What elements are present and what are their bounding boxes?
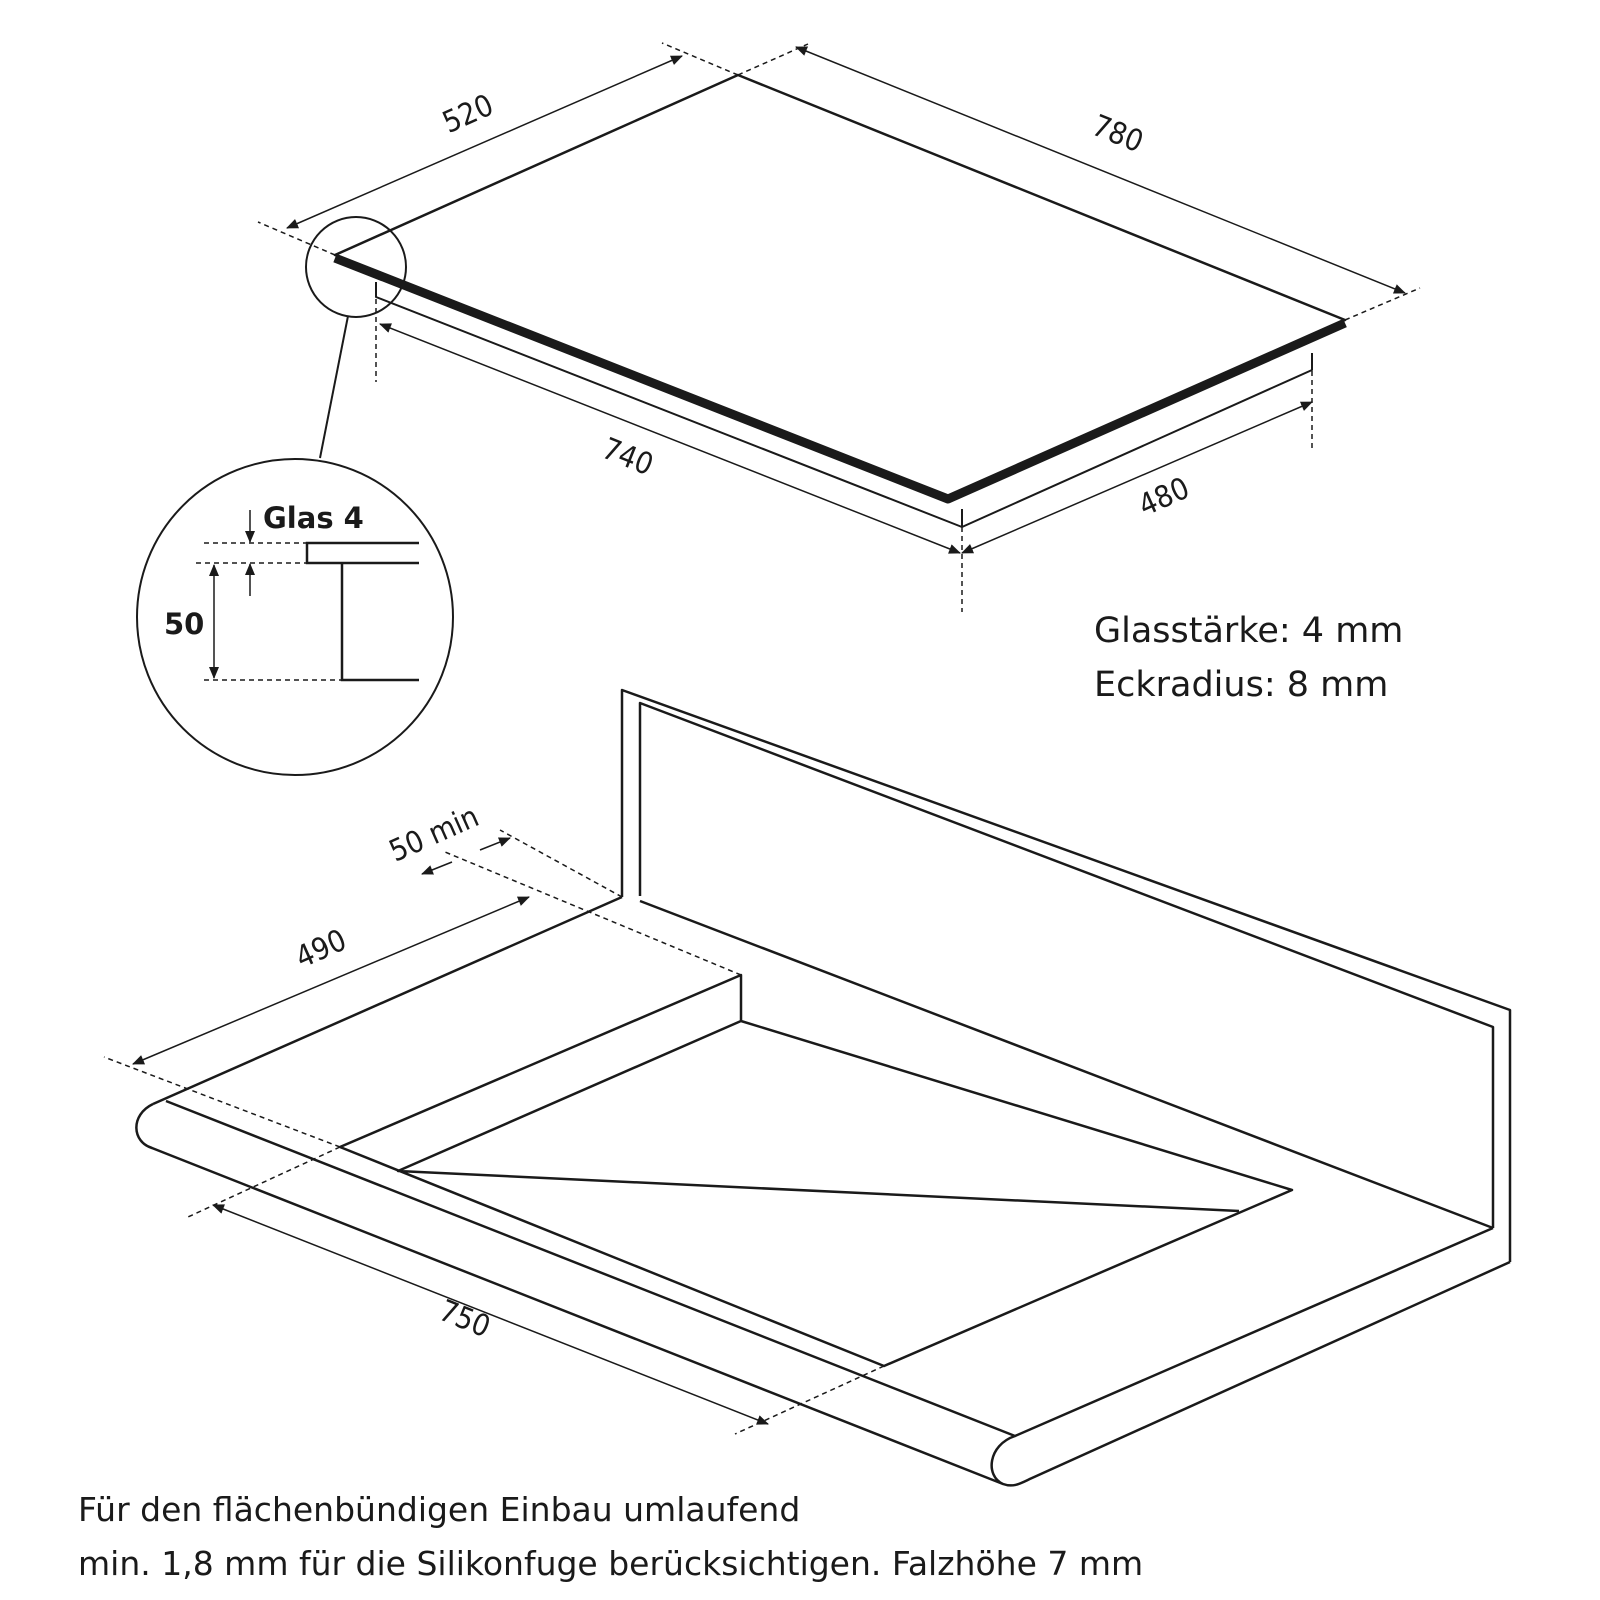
dim-label-520: 520 bbox=[437, 88, 498, 141]
dim-arrow-50min-right bbox=[479, 837, 511, 851]
dim-label-glass: Glas 4 bbox=[263, 501, 364, 535]
hob-glass-edge bbox=[333, 253, 1347, 504]
dim-label-50-min: 50 min bbox=[384, 799, 484, 869]
footnote-line-1: Für den flächenbündigen Einbau umlaufend bbox=[78, 1490, 801, 1529]
spec-corner-radius: Eckradius: 8 mm bbox=[1094, 665, 1389, 705]
dim-label-750: 750 bbox=[434, 1293, 495, 1345]
dim-label-50: 50 bbox=[164, 607, 204, 641]
spec-glass-thickness: Glasstärke: 4 mm bbox=[1094, 611, 1404, 651]
callout-leader bbox=[319, 315, 349, 459]
hob-drawing bbox=[333, 73, 1347, 528]
worktop-surface bbox=[152, 895, 1494, 1438]
hob-extension-lines bbox=[257, 42, 1421, 612]
dim-label-780: 780 bbox=[1087, 108, 1148, 160]
detail-frame-profile bbox=[340, 563, 419, 682]
dim-line-520 bbox=[286, 55, 683, 229]
back-wall bbox=[620, 688, 1512, 1262]
worktop-extension-lines bbox=[103, 829, 885, 1435]
dim-line-750 bbox=[212, 1204, 769, 1425]
detail-extension-lines bbox=[196, 542, 342, 681]
detail-callout bbox=[136, 216, 454, 776]
detail-marker-circle bbox=[305, 216, 407, 318]
detail-circle bbox=[136, 458, 454, 776]
footnote-line-2: min. 1,8 mm für die Silikonfuge berücksi… bbox=[78, 1544, 1144, 1583]
detail-glass-profile bbox=[305, 541, 419, 565]
worktop-front-edge bbox=[135, 1102, 1511, 1487]
hob-glass-top bbox=[333, 73, 1347, 499]
dim-arrow-50min-left bbox=[421, 861, 453, 875]
dim-label-490: 490 bbox=[290, 923, 351, 976]
dim-line-490 bbox=[132, 896, 530, 1065]
worktop-drawing bbox=[135, 688, 1512, 1487]
dim-line-740 bbox=[379, 323, 961, 554]
dim-line-780 bbox=[795, 46, 1406, 294]
dim-line-480 bbox=[961, 401, 1313, 554]
dim-label-740: 740 bbox=[597, 431, 658, 483]
dim-label-480: 480 bbox=[1133, 471, 1194, 524]
worktop-cutout bbox=[339, 973, 1294, 1368]
